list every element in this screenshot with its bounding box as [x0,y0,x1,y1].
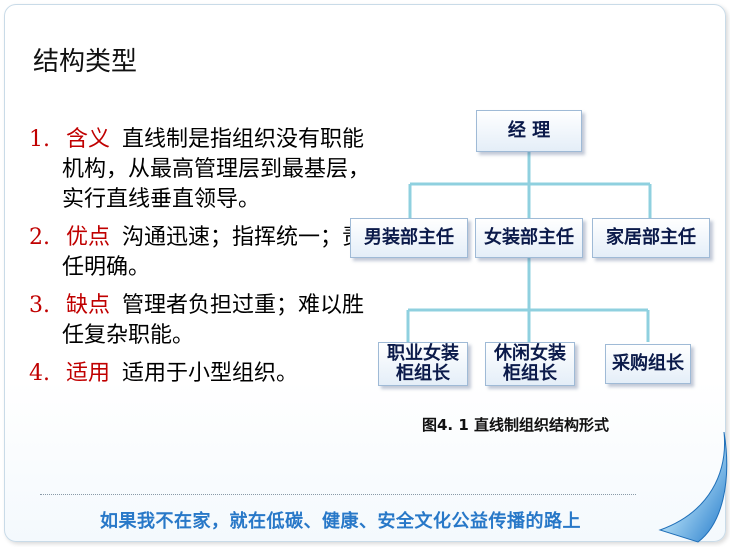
list-item: 3. 缺点管理者负担过重；难以胜任复杂职能。 [29,291,374,351]
item-body: 含义直线制是指组织没有职能机构，从最高管理层到最基层，实行直线垂直领导。 [62,125,374,215]
footer-divider [40,494,636,495]
page-curl-decoration [658,432,728,543]
slide-title: 结构类型 [33,47,138,77]
item-text: 适用于小型组织。 [122,361,299,386]
org-node-manager: 经 理 [476,110,582,152]
org-node-casual-women-leader: 休闲女装柜组长 [485,342,575,386]
list-item: 4. 适用适用于小型组织。 [29,359,374,389]
list-item: 2. 优点沟通迅速；指挥统一；责任明确。 [29,223,374,283]
item-text: 沟通迅速；指挥统一；责任明确。 [62,225,365,280]
item-number: 4. [29,361,50,386]
org-node-purchasing-leader: 采购组长 [605,344,691,384]
slide-frame: 结构类型 1. 含义直线制是指组织没有职能机构，从最高管理层到最基层，实行直线垂… [4,4,726,542]
item-number: 2. [29,225,50,250]
figure-caption: 图4. 1 直线制组织结构形式 [422,416,610,434]
item-body: 适用适用于小型组织。 [62,359,374,389]
item-keyword: 优点 [66,225,111,250]
item-number: 1. [29,127,50,152]
item-body: 缺点管理者负担过重；难以胜任复杂职能。 [62,291,374,351]
org-node-professional-women-leader: 职业女装柜组长 [378,342,468,386]
item-keyword: 适用 [66,361,111,386]
definition-list: 1. 含义直线制是指组织没有职能机构，从最高管理层到最基层，实行直线垂直领导。 … [29,125,374,397]
org-node-home-head: 家居部主任 [592,218,710,258]
item-body: 优点沟通迅速；指挥统一；责任明确。 [62,223,374,283]
item-text: 直线制是指组织没有职能机构，从最高管理层到最基层，实行直线垂直领导。 [62,127,371,212]
item-keyword: 缺点 [66,293,111,318]
org-node-menswear-head: 男装部主任 [350,218,468,258]
list-item: 1. 含义直线制是指组织没有职能机构，从最高管理层到最基层，实行直线垂直领导。 [29,125,374,215]
footer-slogan: 如果我不在家，就在低碳、健康、安全文化公益传播的路上 [100,511,581,532]
item-text: 管理者负担过重；难以胜任复杂职能。 [62,293,365,348]
item-number: 3. [29,293,50,318]
org-node-womenswear-head: 女装部主任 [475,218,583,258]
item-keyword: 含义 [66,127,111,152]
